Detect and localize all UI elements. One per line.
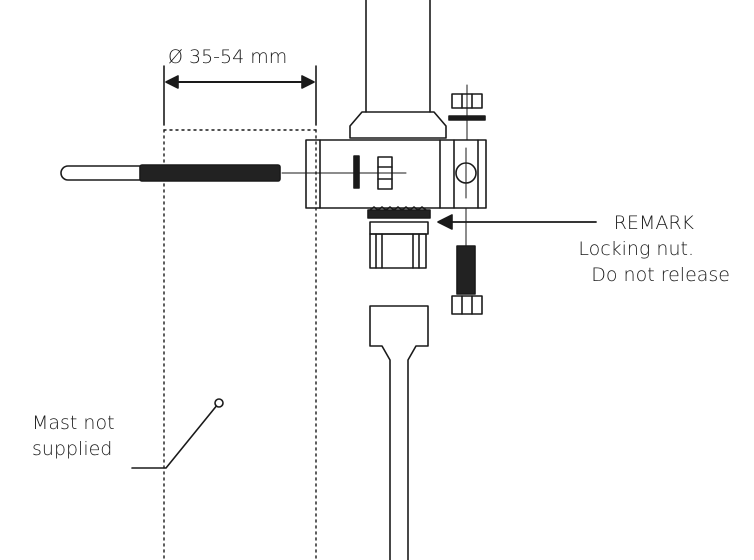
remark-arrow-head [437,214,453,230]
clamp-slot-mark [353,155,360,189]
mast-leader [131,398,224,469]
bottom-bolt [451,207,483,315]
washer-teeth [369,206,427,211]
locking-nut [369,221,429,235]
dimension-arrow-left [165,75,179,89]
locking-washer [367,209,431,219]
mast-label-line-1: Mast not [32,412,115,434]
antenna-base-cap [349,111,447,139]
mast-leader-line [131,403,219,469]
cable-assembly [369,305,429,560]
remark-title: REMARK [613,212,694,234]
mast-outline [163,129,317,560]
cable-connector-plug [369,305,429,560]
top-bolt-assembly [448,84,486,141]
dimension-arrow-right [301,75,315,89]
dimension-indicator [163,65,317,126]
clamp-body [305,139,487,209]
locking-nut-connector [367,206,431,269]
mast-leader-dot [214,398,224,408]
remark-text-line-2: Do not release [591,264,730,286]
mast-label-line-2: supplied [32,438,113,460]
remark-text-line-1: Locking nut. [578,238,694,260]
antenna-whip [365,0,431,113]
handle-grip [139,164,281,182]
remark-arrow [437,214,597,230]
diameter-label: Ø 35-54 mm [168,46,288,68]
tightening-handle [60,164,281,182]
mount-clamp [281,139,487,209]
bottom-bolt-shank [456,245,476,295]
bottom-bolt-head [451,295,483,315]
connector-thread [369,233,427,269]
handle-rod [60,165,143,181]
